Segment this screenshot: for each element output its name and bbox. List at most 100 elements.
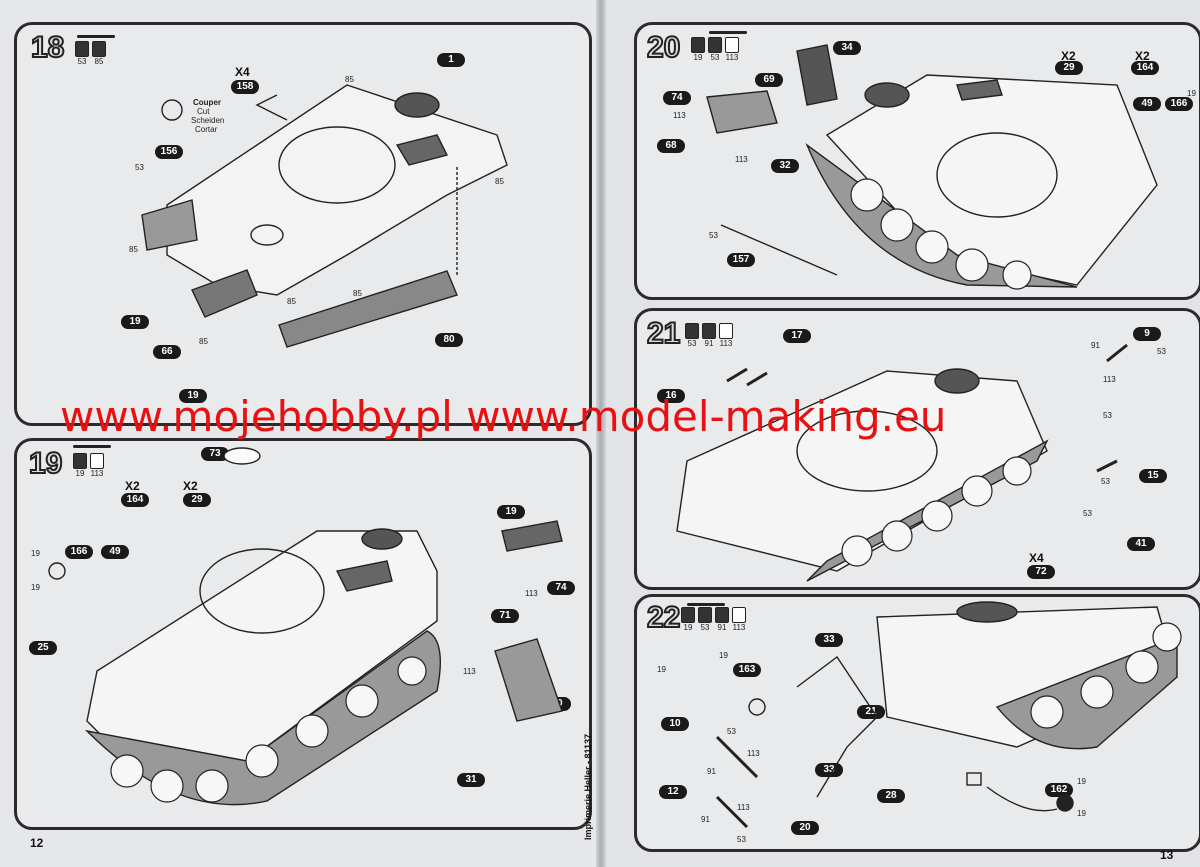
paint-pots: 19 53 91 113: [681, 607, 746, 632]
part-label: 1: [437, 53, 465, 67]
paint-code: 53: [709, 231, 718, 240]
part-label: 157: [727, 253, 755, 267]
paint-pots: 53 91 113: [685, 323, 733, 348]
tank-hull-drawing: [48, 447, 563, 806]
paint-code: 19: [1077, 809, 1086, 818]
part-label: 162: [1045, 783, 1073, 797]
paint-code: 113: [737, 803, 750, 812]
brush-icon: [73, 445, 111, 448]
paint-pot-icon: [681, 607, 695, 623]
part-label: 166: [1165, 97, 1193, 111]
part-label: 17: [783, 329, 811, 343]
step-22-panel: 22 19 53 91 113 33 163 21 10 33 28 162 1…: [634, 594, 1200, 852]
part-label: 29: [1055, 61, 1083, 75]
step-number: 21: [646, 316, 681, 351]
part-label: 74: [663, 91, 691, 105]
step-18-panel: 18 53 85 X4 158 1 156 19 66 19 80 Couper…: [14, 22, 592, 426]
paint-code: 91: [701, 815, 710, 824]
paint-code: 91: [707, 767, 716, 776]
quantity-x2: X2: [125, 479, 140, 493]
paint-code: 85: [199, 337, 208, 346]
part-label: 68: [657, 139, 685, 153]
paint-code: 19: [31, 549, 40, 558]
step-number: 19: [28, 446, 63, 481]
cut-label-en: Cut: [197, 107, 210, 116]
page-number-left: 12: [30, 836, 44, 850]
part-label: 72: [1027, 565, 1055, 579]
paint-code: 53: [1101, 477, 1110, 486]
part-label: 21: [857, 705, 885, 719]
paint-pot: 113: [90, 453, 104, 478]
paint-code: 19: [719, 651, 728, 660]
part-label: 12: [659, 785, 687, 799]
paint-code: 113: [525, 589, 538, 598]
paint-pot: 85: [92, 41, 106, 66]
paint-pots: 19 113: [73, 453, 104, 478]
paint-pot: 53: [685, 323, 699, 348]
part-label: 74: [547, 581, 575, 595]
watermark: www.mojehobby.pl www.model-making.eu: [60, 392, 947, 441]
paint-code: 85: [129, 245, 138, 254]
part-label: 15: [1139, 469, 1167, 483]
paint-code: 19: [1077, 777, 1086, 786]
part-label: 31: [457, 773, 485, 787]
step-20-panel: 20 19 53 113 X2 X2 34 29 164 74 69 24 68…: [634, 22, 1200, 300]
paint-pot: 53: [708, 37, 722, 62]
part-label: 163: [733, 663, 761, 677]
part-label: 32: [771, 159, 799, 173]
part-label: 10: [661, 717, 689, 731]
paint-pot: 19: [691, 37, 705, 62]
cut-label-es: Cortar: [195, 125, 218, 134]
part-label: 19: [121, 315, 149, 329]
paint-code: 19: [31, 583, 40, 592]
paint-code: 19: [657, 665, 666, 674]
paint-pot-icon: [702, 323, 716, 339]
paint-code: 19: [1187, 89, 1196, 98]
paint-code: 85: [345, 75, 354, 84]
part-label: 49: [101, 545, 129, 559]
brush-icon: [709, 31, 747, 34]
paint-code: 53: [1157, 347, 1166, 356]
paint-code: 113: [735, 155, 748, 164]
part-label: 19: [179, 389, 207, 403]
cut-label-fr: Couper: [193, 98, 221, 107]
part-label: 164: [1131, 61, 1159, 75]
quantity-x4: X4: [1029, 551, 1044, 565]
paint-pot-icon: [725, 37, 739, 53]
tank-hull-drawing: [676, 343, 1128, 582]
paint-code: 91: [1091, 341, 1100, 350]
part-label: 49: [1133, 97, 1161, 111]
paint-pot-icon: [698, 607, 712, 623]
quantity-x2: X2: [183, 479, 198, 493]
part-label: 71: [491, 609, 519, 623]
step-number: 18: [30, 30, 65, 65]
paint-pot: 91: [702, 323, 716, 348]
part-label: 28: [877, 789, 905, 803]
paint-code: 113: [463, 667, 476, 676]
paint-pot: 19: [681, 607, 695, 632]
step-21-panel: 21 53 91 113 X4 17 16 9 15 41 72 91 53 1…: [634, 308, 1200, 590]
paint-pot-icon: [92, 41, 106, 57]
part-label: 19: [497, 505, 525, 519]
paint-code: 53: [1083, 509, 1092, 518]
paint-pot-icon: [685, 323, 699, 339]
paint-pot-icon: [691, 37, 705, 53]
paint-pot: 53: [698, 607, 712, 632]
paint-code: 53: [135, 163, 144, 172]
part-label: 158: [231, 80, 259, 94]
brush-icon: [687, 603, 725, 606]
paint-pot-icon: [708, 37, 722, 53]
paint-pot: 53: [75, 41, 89, 66]
paint-code: 113: [673, 111, 686, 120]
imprint-text: Imprimerie Heller - 81137: [583, 733, 593, 840]
page-gutter: [596, 0, 606, 867]
paint-code: 85: [287, 297, 296, 306]
part-label: 34: [833, 41, 861, 55]
paint-pot-icon: [719, 323, 733, 339]
cut-label-nl: Scheiden: [191, 116, 225, 125]
paint-pot: 19: [73, 453, 87, 478]
paint-pot-icon: [75, 41, 89, 57]
part-label: 9: [1133, 327, 1161, 341]
paint-pot: 91: [715, 607, 729, 632]
quantity-x4: X4: [235, 65, 250, 79]
